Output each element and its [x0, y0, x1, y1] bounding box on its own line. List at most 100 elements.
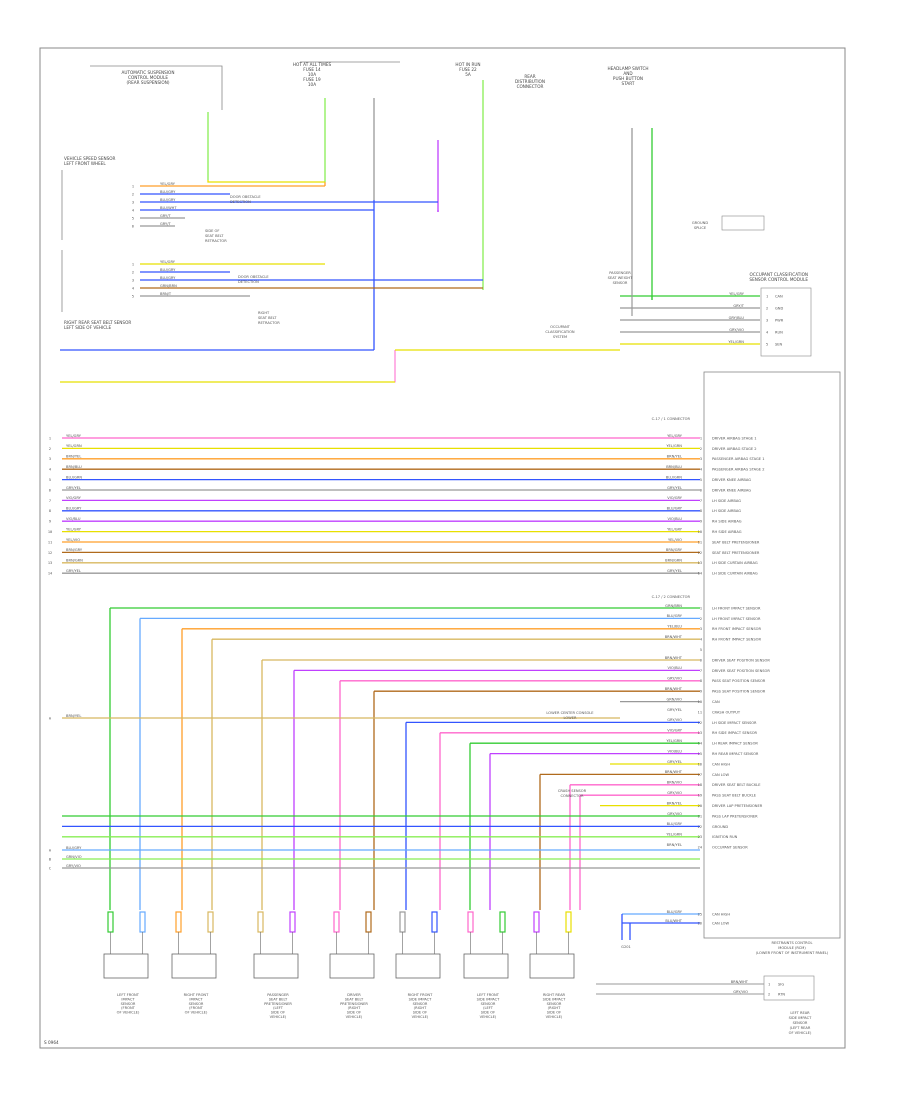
sensor-terminal [365, 911, 372, 933]
rcm-b-wire-code: BRN/WHT [665, 687, 683, 691]
rcm-a-pin-label: DRIVER KNEE AIRBAG [712, 478, 751, 482]
rcm-b-pin-number: 17 [698, 773, 702, 777]
left-upper-pin-number: 3 [132, 201, 134, 205]
sensor-terminal [289, 911, 296, 933]
left-mid-pin-number: 2 [132, 271, 134, 275]
sensor-terminal [139, 911, 146, 933]
rcm-a-pin-number: 11 [698, 540, 702, 544]
rcm-b-pin-number: 6 [700, 658, 702, 662]
left-side-pin-number: 7 [49, 499, 51, 503]
rcm-b-pin-label: PASS SEAT POSITION SENSOR [712, 690, 766, 694]
sensor-terminal [533, 911, 540, 933]
rcm-a-pin-number: 7 [700, 499, 702, 503]
rcm-b-pin-label: CAN LOW [712, 773, 730, 777]
rcm-b-pin-label: DRIVER SEAT BELT BUCKLE [712, 783, 761, 787]
rcm-bottom-pin-number: 25 [698, 912, 702, 916]
rcm-b-pin-number: 16 [698, 762, 702, 766]
rcm-b-pin-number: 1 [700, 606, 702, 610]
rcm-b-pin-number: 19 [698, 794, 702, 798]
ocs-wire-code: GRY/T [733, 304, 744, 308]
rcm-a-pin-label: DRIVER AIRBAG STAGE 1 [712, 436, 757, 440]
left-side-pin-number: 8 [49, 509, 51, 513]
rcm-b-wire-code: BRN/VIO [667, 781, 682, 785]
impact-sensor-body [103, 953, 149, 979]
rcm-b-pin-number: 11 [698, 710, 702, 714]
left-upper-pin-number: 1 [132, 185, 134, 189]
rcm-a-pin-number: 9 [700, 520, 702, 524]
ocs-pin-number: 4 [766, 330, 768, 334]
left-side-pin-number: 13 [48, 561, 52, 565]
diagram-frame [39, 47, 846, 1049]
rcm-a-wire-code-right: YEL/VIO [668, 538, 682, 542]
rcm-a-pin-number: 6 [700, 488, 702, 492]
rcm-a-pin-number: 3 [700, 457, 702, 461]
module-outline-bracket [90, 65, 223, 110]
sensor-terminal [175, 911, 182, 933]
rcm-b-wire-code: GRY/YEL [667, 760, 682, 764]
ground-label: G201 [621, 945, 631, 949]
rcm-b-wire-code: BRN/WHT [665, 770, 683, 774]
rcm-a-pin-label: DRIVER KNEE AIRBAG [712, 488, 751, 492]
mid-left-pin: A [49, 716, 52, 720]
impact-sensor-body [329, 953, 375, 979]
rcm-b-pin-number: 14 [698, 742, 702, 746]
static-graphics [103, 215, 841, 1001]
lower-left-wire-code: GRN/VIO [66, 855, 82, 859]
rcm-b-wire-code: BLU/GRY [667, 614, 683, 618]
rcm-a-pin-number: 14 [698, 572, 702, 576]
rcm-b-pin-label: GROUND [712, 825, 728, 829]
rcm-b-pin-label: RH FRONT IMPACT SENSOR [712, 627, 761, 631]
rcm-a-pin-label: PASSENGER AIRBAG STAGE 1 [712, 457, 765, 461]
long-return-wire [60, 350, 396, 383]
lower-left-pin: C [49, 866, 51, 870]
left-upper-wire-code: YEL/GRY [160, 182, 176, 186]
ocs-pin-label: RUN [775, 330, 783, 334]
rcm-b-wire-code: VIO/BLU [668, 666, 683, 670]
rcm-a-pin-number: 8 [700, 509, 702, 513]
rear-sensor-wire-code: GRY/VIO [733, 990, 748, 994]
ocs-wire-code: GRY/VIO [729, 328, 744, 332]
ocs-wire-code: YEL/GRN [728, 340, 744, 344]
rcm-b-pin-number: 2 [700, 617, 702, 621]
rcm-b-pin-label: PASS SEAT BELT BUCKLE [712, 794, 757, 798]
lower-left-pin: B [49, 857, 51, 861]
left-mid-pin-number: 3 [132, 279, 134, 283]
rcm-b-pin-number: 10 [698, 700, 702, 704]
left-side-wire-code: VIO/BLU [66, 517, 81, 521]
rcm-a-pin-label: RH SIDE AIRBAG [712, 530, 742, 534]
impact-sensor-body [529, 953, 575, 979]
rcm-a-pin-number: 4 [700, 468, 702, 472]
rcm-b-pin-label: RH REAR IMPACT SENSOR [712, 752, 759, 756]
rcm-b-pin-number: 4 [700, 638, 702, 642]
rcm-b-pin-number: 7 [700, 669, 702, 673]
rcm-a-pin-label: SEAT BELT PRETENSIONER [712, 540, 760, 544]
rcm-b-pin-number: 9 [700, 690, 702, 694]
rcm-a-pin-label: LH SIDE CURTAIN AIRBAG [712, 572, 758, 576]
left-mid-wire-code: YEL/GRY [160, 260, 176, 264]
rcm-a-pin-label: RH SIDE AIRBAG [712, 520, 742, 524]
left-upper-wire-code: BLU/GRY [160, 198, 176, 202]
sensor-terminal [467, 911, 474, 933]
rcm-a-wire-code-right: YEL/GRN [666, 444, 682, 448]
ocs-pin-number: 5 [766, 342, 768, 346]
rcm-a-pin-number: 2 [700, 447, 702, 451]
rcm-b-pin-label: PASS LAP PRETENSIONER [712, 814, 758, 818]
rcm-b-pin-label: LH REAR IMPACT SENSOR [712, 742, 758, 746]
rcm-b-pin-label: PASS SEAT POSITION SENSOR [712, 679, 766, 683]
lower-left-wire-code: GRY/VIO [66, 864, 81, 868]
left-side-pin-number: 14 [48, 572, 52, 576]
rcm-a-pin-label: SEAT BELT PRETENSIONER [712, 551, 760, 555]
impact-sensor-body [253, 953, 299, 979]
rcm-b-pin-number: 24 [698, 846, 702, 850]
